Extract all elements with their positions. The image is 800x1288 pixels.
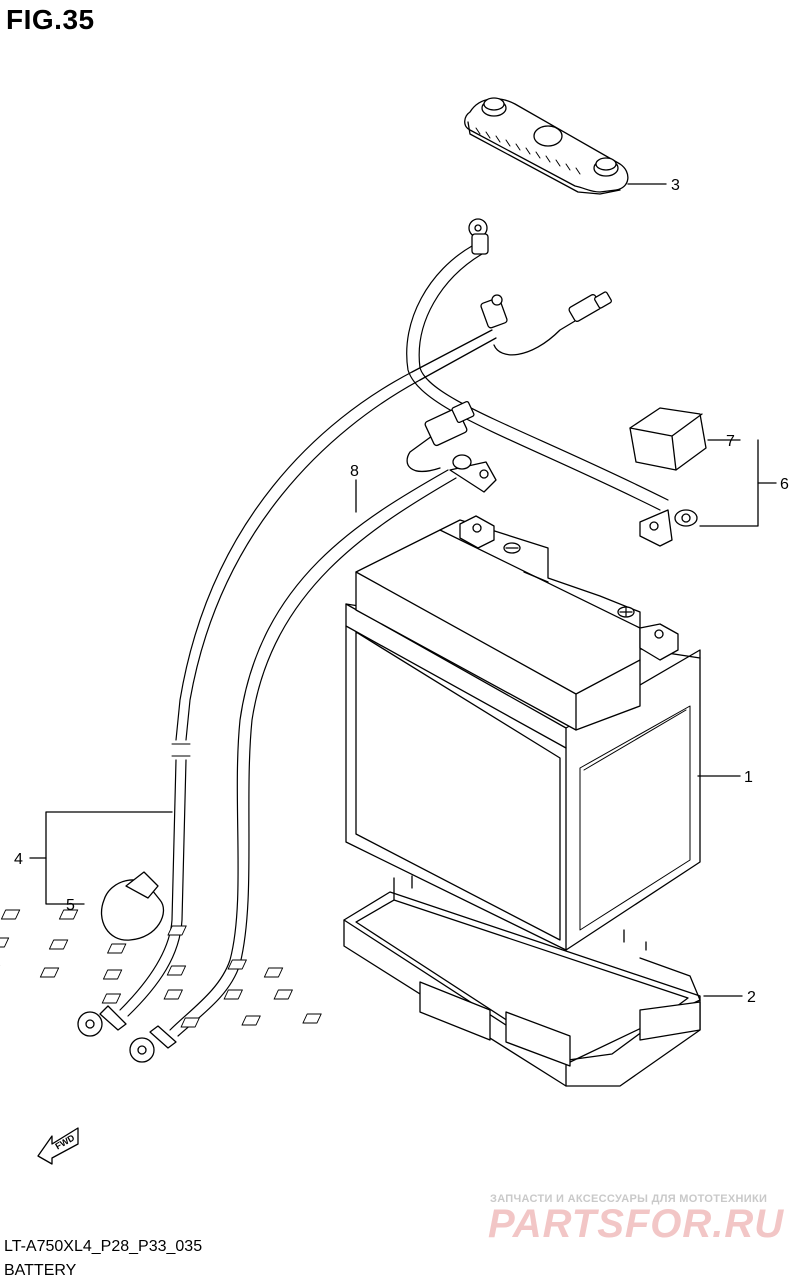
callout-5: 5 <box>66 897 75 914</box>
figure-title: FIG.35 <box>6 4 95 35</box>
callout-4: 4 <box>14 851 23 868</box>
callout-3: 3 <box>671 177 680 194</box>
terminal-cover-part[interactable] <box>629 407 707 471</box>
callout-6: 6 <box>780 476 789 493</box>
fwd-arrow-icon: FWD <box>37 1127 79 1165</box>
callout-1: 1 <box>744 769 753 786</box>
watermark-tagline: ЗАПЧАСТИ И АКСЕССУАРЫ ДЛЯ МОТОТЕХНИКИ <box>490 1193 768 1205</box>
callout-2: 2 <box>747 989 756 1006</box>
callout-7: 7 <box>726 433 735 450</box>
figure-caption: BATTERY <box>4 1262 77 1279</box>
battery-cable-part-4[interactable] <box>77 291 612 1037</box>
callout-8: 8 <box>350 463 359 480</box>
battery-tray-part[interactable] <box>0 875 701 1087</box>
battery-cable-part-6[interactable] <box>406 218 698 547</box>
watermark-logo: PARTSFOR.RU <box>488 1202 785 1246</box>
figure-code: LT-A750XL4_P28_P33_035 <box>4 1238 203 1255</box>
terminal-cap-part[interactable] <box>100 871 165 941</box>
battery-part[interactable] <box>345 515 701 951</box>
leader-line-6-7 <box>699 439 759 527</box>
battery-cable-part-8[interactable] <box>129 400 497 1063</box>
battery-band-part[interactable] <box>464 97 629 195</box>
